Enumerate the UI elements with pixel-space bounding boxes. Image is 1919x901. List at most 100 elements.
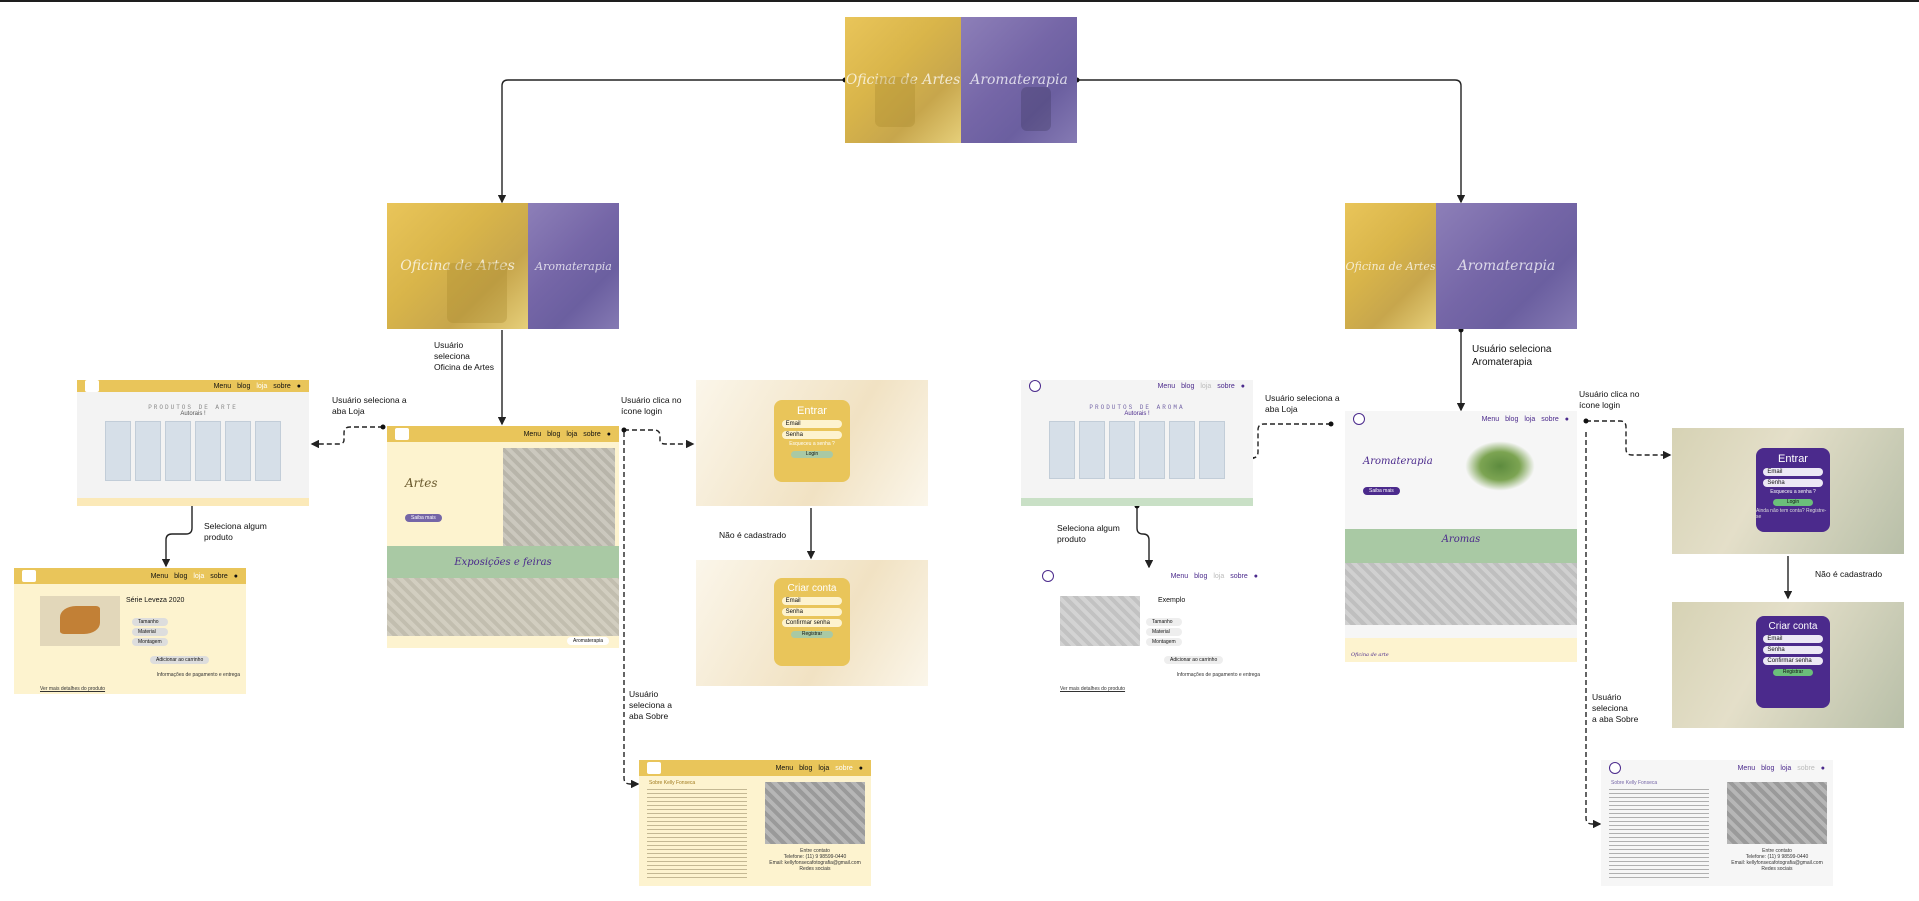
password-field[interactable]: Senha <box>1763 479 1823 487</box>
nav-blog[interactable]: blog <box>1505 415 1519 423</box>
payment-info[interactable]: Informações de pagamento e entrega <box>156 672 240 678</box>
nav-sobre[interactable]: sobre <box>273 382 291 390</box>
register-link[interactable]: Ainda não tem conta? Registre-se <box>1756 508 1827 520</box>
nav-menu[interactable]: Menu <box>1737 764 1756 772</box>
aromaterapia-panel-collapsed[interactable]: Aromaterapia <box>528 203 619 329</box>
user-icon[interactable]: ● <box>1820 764 1825 772</box>
product-options[interactable]: Tamanho Material Montagem <box>132 616 168 648</box>
product-image[interactable] <box>1060 596 1140 646</box>
product-options[interactable]: Tamanho Material Montagem <box>1146 616 1182 648</box>
label-login-right: Usuário clica no ícone login <box>1579 389 1640 410</box>
forgot-link[interactable]: Esqueceu a senha ? <box>789 441 835 447</box>
aroma-cta[interactable]: Saiba mais <box>1363 487 1400 495</box>
user-icon[interactable]: ● <box>296 382 301 390</box>
nav-sobre[interactable]: sobre <box>835 764 853 772</box>
user-icon[interactable]: ● <box>233 572 238 580</box>
about-text <box>1609 788 1709 878</box>
nav-sobre[interactable]: sobre <box>583 430 601 438</box>
nav-blog[interactable]: blog <box>1761 764 1775 772</box>
artes-cta[interactable]: Saiba mais <box>405 514 442 522</box>
user-icon[interactable]: ● <box>1564 415 1569 423</box>
landing-artes-hover: Oficina de Artes Aromaterapia <box>387 203 619 329</box>
nav-blog[interactable]: blog <box>1181 382 1195 390</box>
product-grid[interactable] <box>1049 421 1225 479</box>
root-landing-screen: Oficina de Artes Aromaterapia <box>845 17 1077 143</box>
nav-loja[interactable]: loja <box>1200 382 1212 390</box>
oficina-artes-panel[interactable]: Oficina de Artes <box>845 17 961 143</box>
artes-nav: Menu blog loja sobre ● <box>639 760 871 776</box>
nav-blog[interactable]: blog <box>1194 572 1208 580</box>
nav-loja[interactable]: loja <box>193 572 205 580</box>
nav-menu[interactable]: Menu <box>1170 572 1189 580</box>
aromaterapia-title: Aromaterapia <box>535 259 612 273</box>
email-field[interactable]: Email <box>781 597 843 605</box>
product-image[interactable] <box>40 596 120 646</box>
nav-menu[interactable]: Menu <box>523 430 542 438</box>
nav-blog[interactable]: blog <box>547 430 561 438</box>
signup-card: Criar conta Email Senha Confirmar senha … <box>774 578 850 666</box>
nav-sobre[interactable]: sobre <box>210 572 228 580</box>
confirm-password-field[interactable]: Confirmar senha <box>781 619 843 627</box>
nav-blog[interactable]: blog <box>174 572 188 580</box>
email-field[interactable]: Email <box>1763 468 1823 476</box>
exhibitions-gallery[interactable] <box>387 578 619 636</box>
password-field[interactable]: Senha <box>781 431 843 439</box>
oficina-artes-title: Oficina de Artes <box>400 258 515 274</box>
password-field[interactable]: Senha <box>781 608 843 616</box>
user-icon[interactable]: ● <box>858 764 863 772</box>
user-icon[interactable]: ● <box>1240 382 1245 390</box>
loja-subheading: Autorais ! <box>1124 411 1150 417</box>
more-details-link[interactable]: Ver mais detalhes do produto <box>1060 686 1126 692</box>
email-field[interactable]: Email <box>1763 635 1823 643</box>
register-button[interactable]: Registrar <box>1772 669 1814 676</box>
add-cart-button[interactable]: Adicionar ao carrinho <box>1164 656 1224 664</box>
email-field[interactable]: Email <box>781 420 843 428</box>
user-icon[interactable]: ● <box>606 430 611 438</box>
login-button[interactable]: Login <box>791 451 833 458</box>
forgot-link[interactable]: Esqueceu a senha ? <box>1770 489 1816 495</box>
aromaterapia-panel-expanded[interactable]: Aromaterapia <box>1435 203 1577 329</box>
nav-blog[interactable]: blog <box>799 764 813 772</box>
artes-loja-screen: Menu blog loja sobre ● PRODUTOS DE ARTE … <box>77 380 309 506</box>
nav-menu[interactable]: Menu <box>213 382 232 390</box>
product-grid[interactable] <box>105 421 281 481</box>
nav-sobre[interactable]: sobre <box>1217 382 1235 390</box>
nav-menu[interactable]: Menu <box>1157 382 1176 390</box>
edge-aroma-loja-produto <box>1136 506 1154 569</box>
aromas-gallery[interactable] <box>1345 563 1577 625</box>
aromaterapia-link[interactable]: Aromaterapia <box>566 637 609 645</box>
top-bar <box>0 0 1919 2</box>
login-button[interactable]: Login <box>1772 499 1814 506</box>
confirm-password-field[interactable]: Confirmar senha <box>1763 657 1823 665</box>
nav-menu[interactable]: Menu <box>1481 415 1500 423</box>
logo <box>395 428 409 440</box>
nav-loja[interactable]: loja <box>256 382 268 390</box>
leaf-illustration <box>1465 441 1535 491</box>
register-button[interactable]: Registrar <box>791 631 833 638</box>
nav-loja[interactable]: loja <box>566 430 578 438</box>
label-login-left: Usuário clica no ícone login <box>621 395 682 416</box>
nav-sobre[interactable]: sobre <box>1230 572 1248 580</box>
password-field[interactable]: Senha <box>1763 646 1823 654</box>
nav-loja[interactable]: loja <box>1780 764 1792 772</box>
nav-loja[interactable]: loja <box>1524 415 1536 423</box>
oficina-artes-panel-expanded[interactable]: Oficina de Artes <box>387 203 529 329</box>
payment-info[interactable]: Informações de pagamento e entrega <box>1176 672 1260 678</box>
nav-menu[interactable]: Menu <box>775 764 794 772</box>
nav-blog[interactable]: blog <box>237 382 251 390</box>
artes-home-screen: Menu blog loja sobre ● Artes Saiba mais … <box>387 426 619 648</box>
nav-sobre[interactable]: sobre <box>1541 415 1559 423</box>
nav-sobre[interactable]: sobre <box>1797 764 1815 772</box>
nav-menu[interactable]: Menu <box>150 572 169 580</box>
artes-login-screen: Entrar Email Senha Esqueceu a senha ? Lo… <box>696 380 928 506</box>
nav-loja[interactable]: loja <box>818 764 830 772</box>
oficina-artes-panel-collapsed[interactable]: Oficina de Artes <box>1345 203 1436 329</box>
edge-aroma-sobre <box>1585 432 1602 829</box>
nav-loja[interactable]: loja <box>1213 572 1225 580</box>
add-cart-button[interactable]: Adicionar ao carrinho <box>150 656 210 664</box>
artes-nav: Menu blog loja sobre ● <box>14 568 246 584</box>
aromaterapia-panel[interactable]: Aromaterapia <box>961 17 1077 143</box>
more-details-link[interactable]: Ver mais detalhes do produto <box>40 686 106 692</box>
footer-link[interactable]: Oficina de arte <box>1351 652 1389 658</box>
user-icon[interactable]: ● <box>1253 572 1258 580</box>
